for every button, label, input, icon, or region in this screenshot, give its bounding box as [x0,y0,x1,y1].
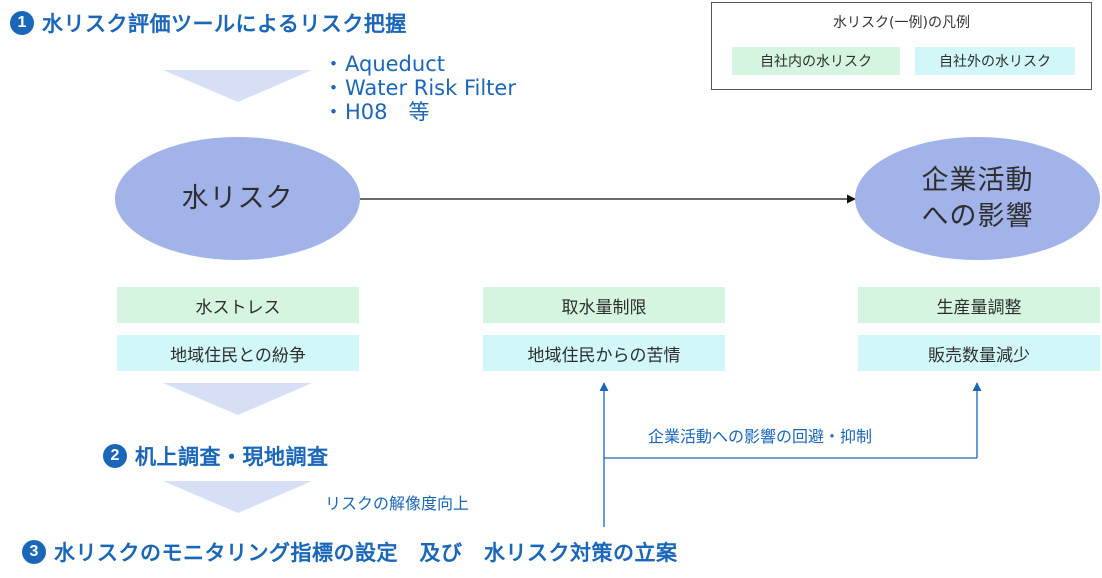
step-1-title: 水リスク評価ツールによるリスク把握 [42,12,407,36]
tool-item-h08: ・H08 等 [323,100,430,124]
water-risk-label: 水リスク [181,182,294,214]
tool-list: ・Aqueduct ・Water Risk Filter ・H08 等 [323,52,516,124]
step-3-badge: 3 [22,540,46,564]
business-impact-ellipse: 企業活動 への影響 [855,137,1100,260]
chevron-down-2 [163,383,312,415]
tool-item-water-risk-filter: ・Water Risk Filter [323,76,516,100]
risk-box-sales-decrease: 販売数量減少 [858,335,1100,371]
business-impact-label: 企業活動 への影響 [921,164,1034,232]
step-1-heading: 1 水リスク評価ツールによるリスク把握 [10,8,407,38]
water-risk-ellipse: 水リスク [115,137,360,260]
avoidance-note: 企業活動への影響の回避・抑制 [648,427,873,446]
step-3-heading: 3 水リスクのモニタリング指標の設定 及び 水リスク対策の立案 [22,537,678,567]
legend: 水リスク(一例)の凡例 自社内の水リスク 自社外の水リスク [711,2,1092,90]
legend-inner-risk: 自社内の水リスク [732,47,900,75]
resolution-note: リスクの解像度向上 [325,494,470,513]
legend-title: 水リスク(一例)の凡例 [833,15,970,31]
legend-outer-risk: 自社外の水リスク [915,47,1075,75]
risk-box-community-conflict: 地域住民との紛争 [117,335,359,371]
step-2-badge: 2 [103,444,127,468]
risk-box-water-stress: 水ストレス [117,287,359,323]
feedback-connector-line [603,457,977,527]
step-1-badge: 1 [10,11,34,35]
step-3-title: 水リスクのモニタリング指標の設定 及び 水リスク対策の立案 [54,541,678,565]
risk-box-intake-restriction: 取水量制限 [483,287,725,323]
risk-box-production-adjustment: 生産量調整 [858,287,1100,323]
risk-box-community-complaints: 地域住民からの苦情 [483,335,725,371]
tool-item-aqueduct: ・Aqueduct [323,52,445,76]
step-2-heading: 2 机上調査・現地調査 [103,441,329,471]
step-2-title: 机上調査・現地調査 [135,445,329,469]
chevron-down-1 [163,70,312,102]
chevron-down-3 [163,481,312,513]
